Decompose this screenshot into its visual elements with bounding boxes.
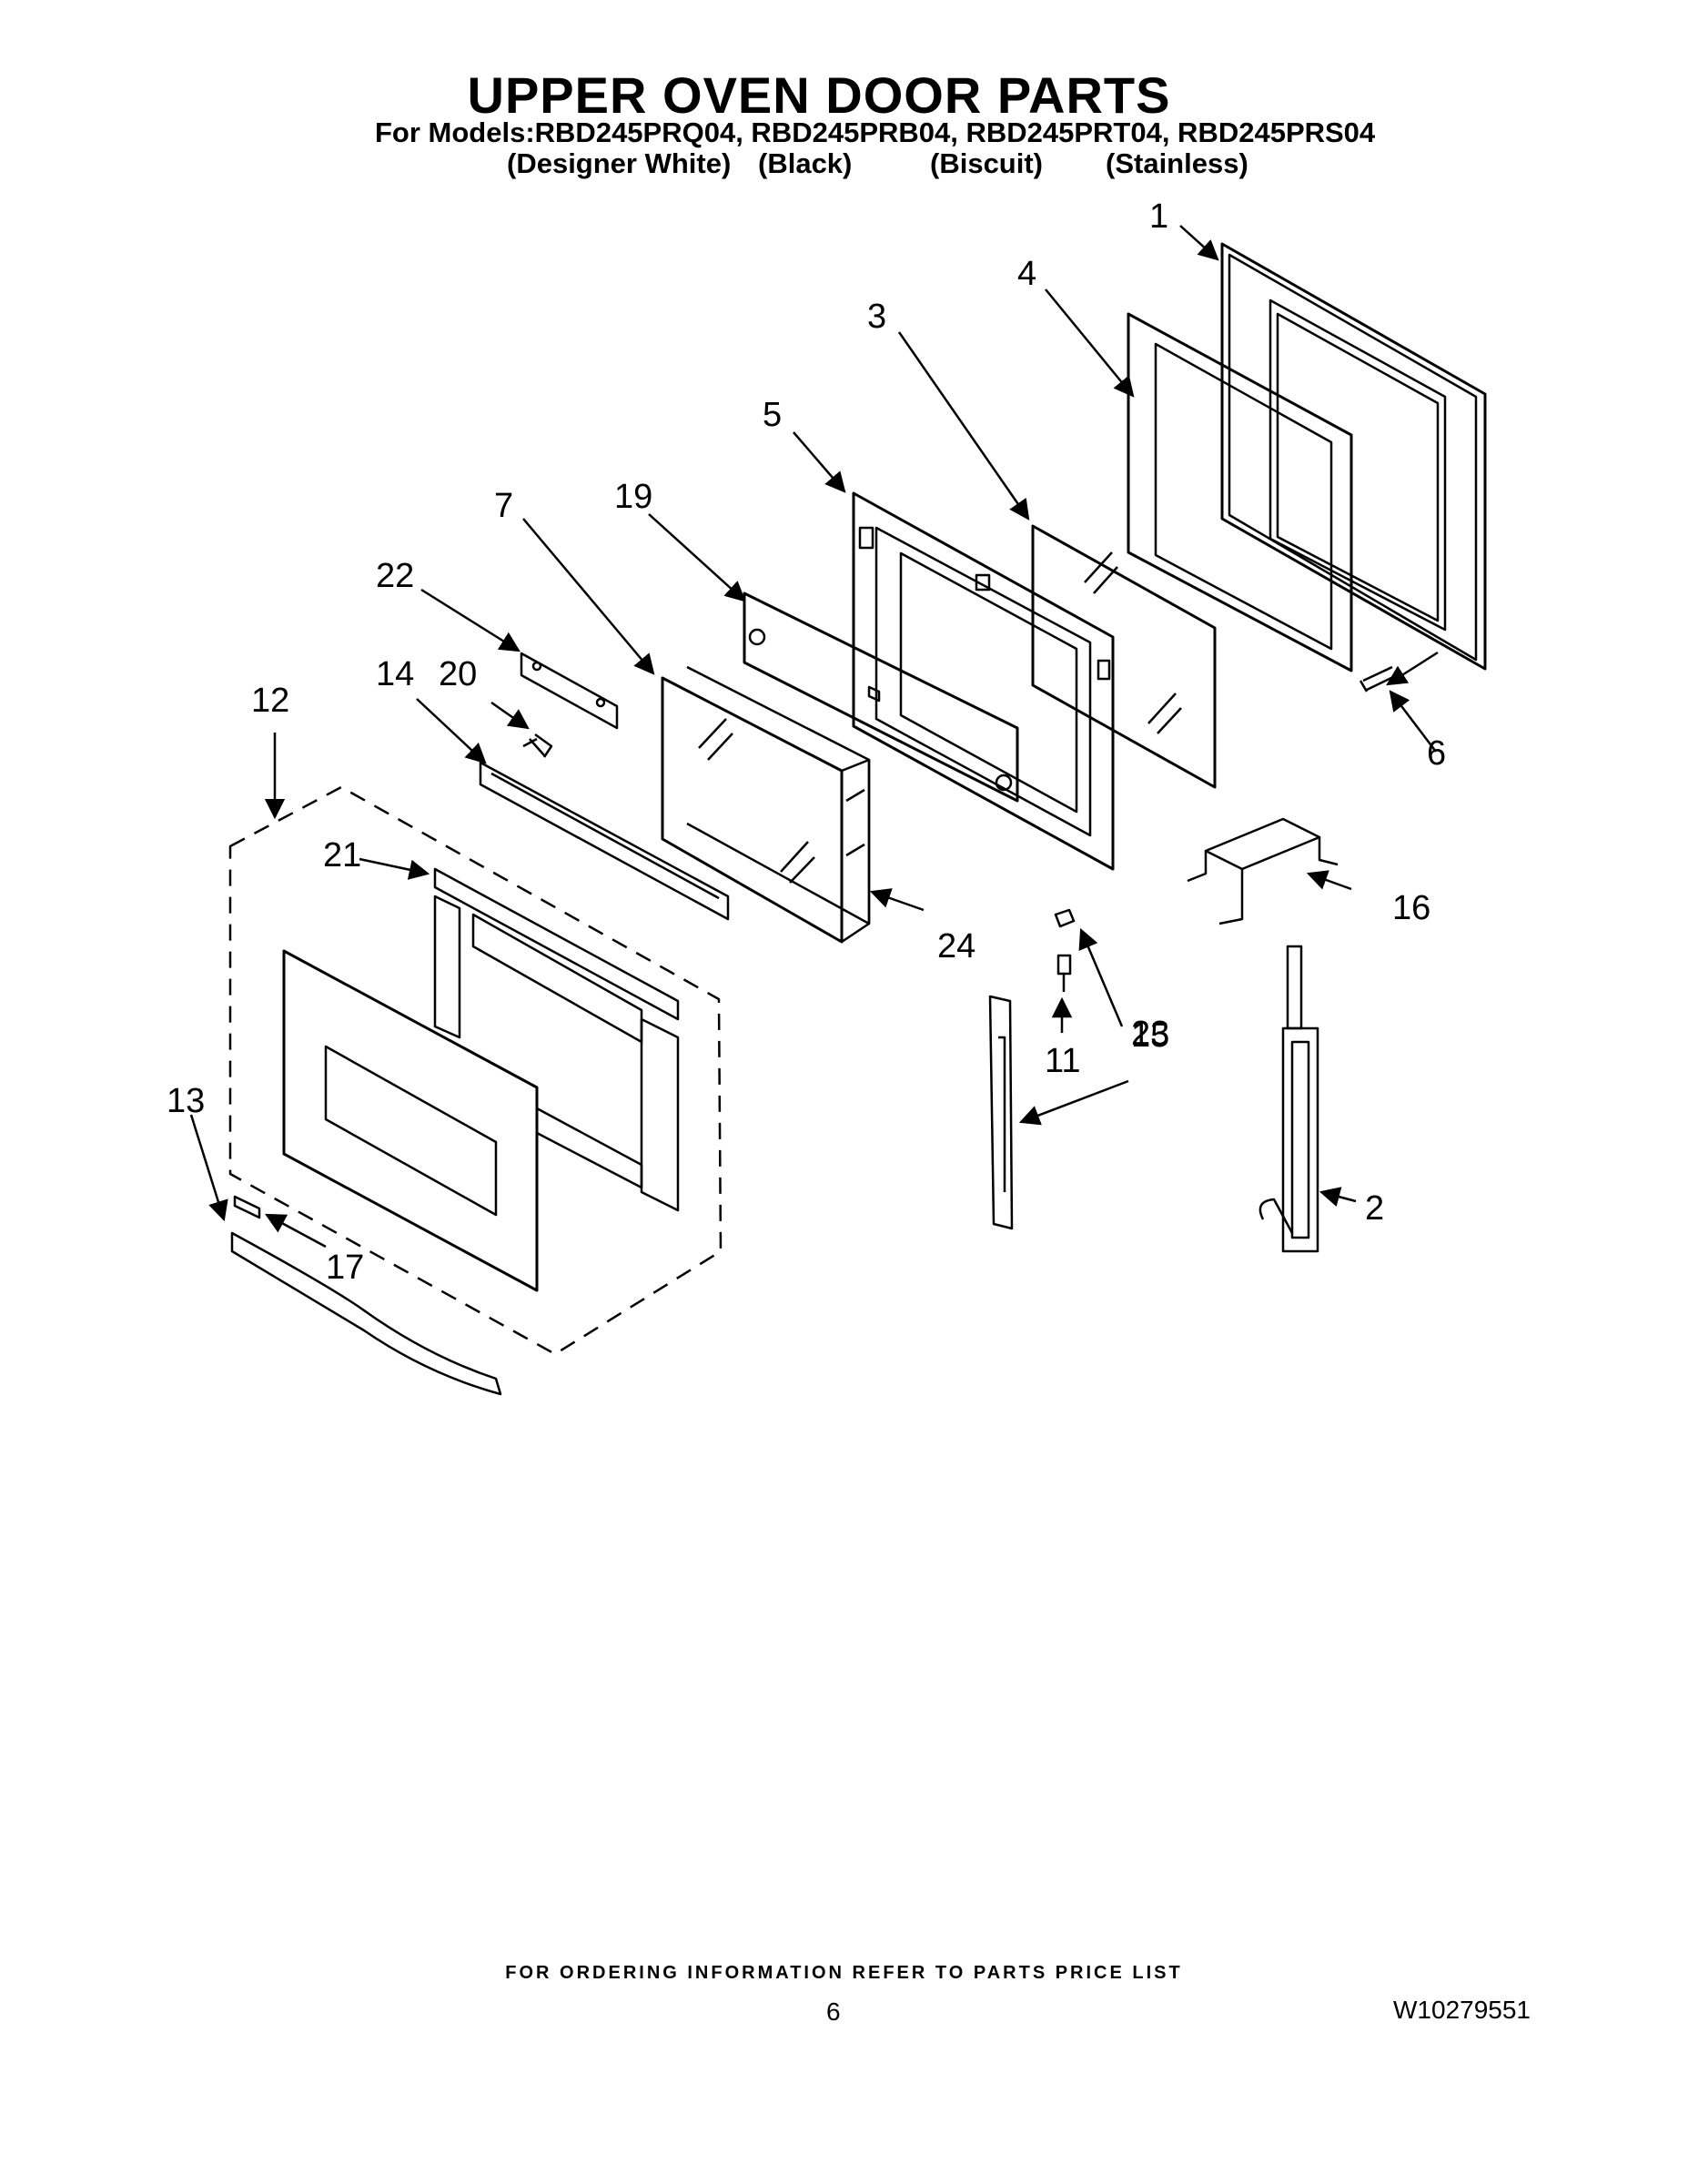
color-biscuit: (Biscuit) [930, 147, 1043, 179]
callout-13: 13 [167, 1082, 205, 1120]
callout-16: 16 [1392, 889, 1430, 927]
part-13-handle [230, 1231, 502, 1396]
page-number: 6 [826, 1997, 841, 2026]
callout-1: 1 [1149, 197, 1168, 236]
part-12-outer-door-assembly [228, 785, 723, 1356]
part-14-channel [479, 761, 730, 921]
part-2-hinge [1258, 945, 1319, 1253]
callout-6: 6 [1427, 734, 1446, 773]
callout-21: 21 [323, 836, 361, 875]
outer-door-panel [282, 949, 643, 1292]
color-designer-white: (Designer White) [507, 147, 732, 179]
part-19-shield-plate [743, 592, 1019, 803]
callout-19: 19 [614, 478, 652, 516]
part-11-screw [1056, 954, 1072, 992]
page-title: UPPER OVEN DOOR PARTS [467, 66, 1171, 124]
callout-3: 3 [867, 298, 886, 336]
callout-5: 5 [763, 396, 782, 434]
part-17-badge [233, 1195, 261, 1219]
part-15-hinge-support [988, 995, 1014, 1230]
callout-11: 11 [1045, 1042, 1080, 1080]
part-22-bracket [520, 652, 619, 730]
color-stainless: (Stainless) [1106, 147, 1248, 179]
callout-labels: 1 2 3 4 5 6 7 11 12 13 14 15 16 17 19 20… [167, 197, 1446, 1287]
part-6-screw [1359, 665, 1398, 693]
part-3-inner-glass [1031, 524, 1217, 789]
models-line: For Models:RBD245PRQ04, RBD245PRB04, RBD… [375, 116, 1376, 148]
part-23-clip [1054, 908, 1076, 928]
part-24-glass-pack [841, 758, 871, 944]
color-black: (Black) [758, 147, 853, 179]
callout-23: 23 [1131, 1015, 1169, 1053]
callout-12: 12 [251, 682, 289, 720]
document-id: W10279551 [1393, 1996, 1531, 2024]
callout-15: 15 [1131, 1016, 1169, 1055]
part-21-top-trim [433, 867, 680, 1212]
callout-24: 24 [937, 927, 975, 966]
part-20-screw [522, 733, 553, 758]
part-1-door-panel [1220, 242, 1487, 671]
callout-22: 22 [376, 557, 414, 595]
callout-17: 17 [326, 1249, 364, 1287]
callout-4: 4 [1017, 255, 1036, 293]
callout-7: 7 [494, 487, 513, 525]
ordering-note: FOR ORDERING INFORMATION REFER TO PARTS … [505, 1963, 1183, 1983]
callout-14: 14 [376, 655, 414, 693]
part-16-bracket [1187, 817, 1339, 925]
callout-20: 20 [439, 655, 477, 693]
callout-arrows [189, 225, 1439, 1249]
callout-2: 2 [1365, 1189, 1384, 1228]
part-4-door-gasket [1127, 312, 1353, 672]
